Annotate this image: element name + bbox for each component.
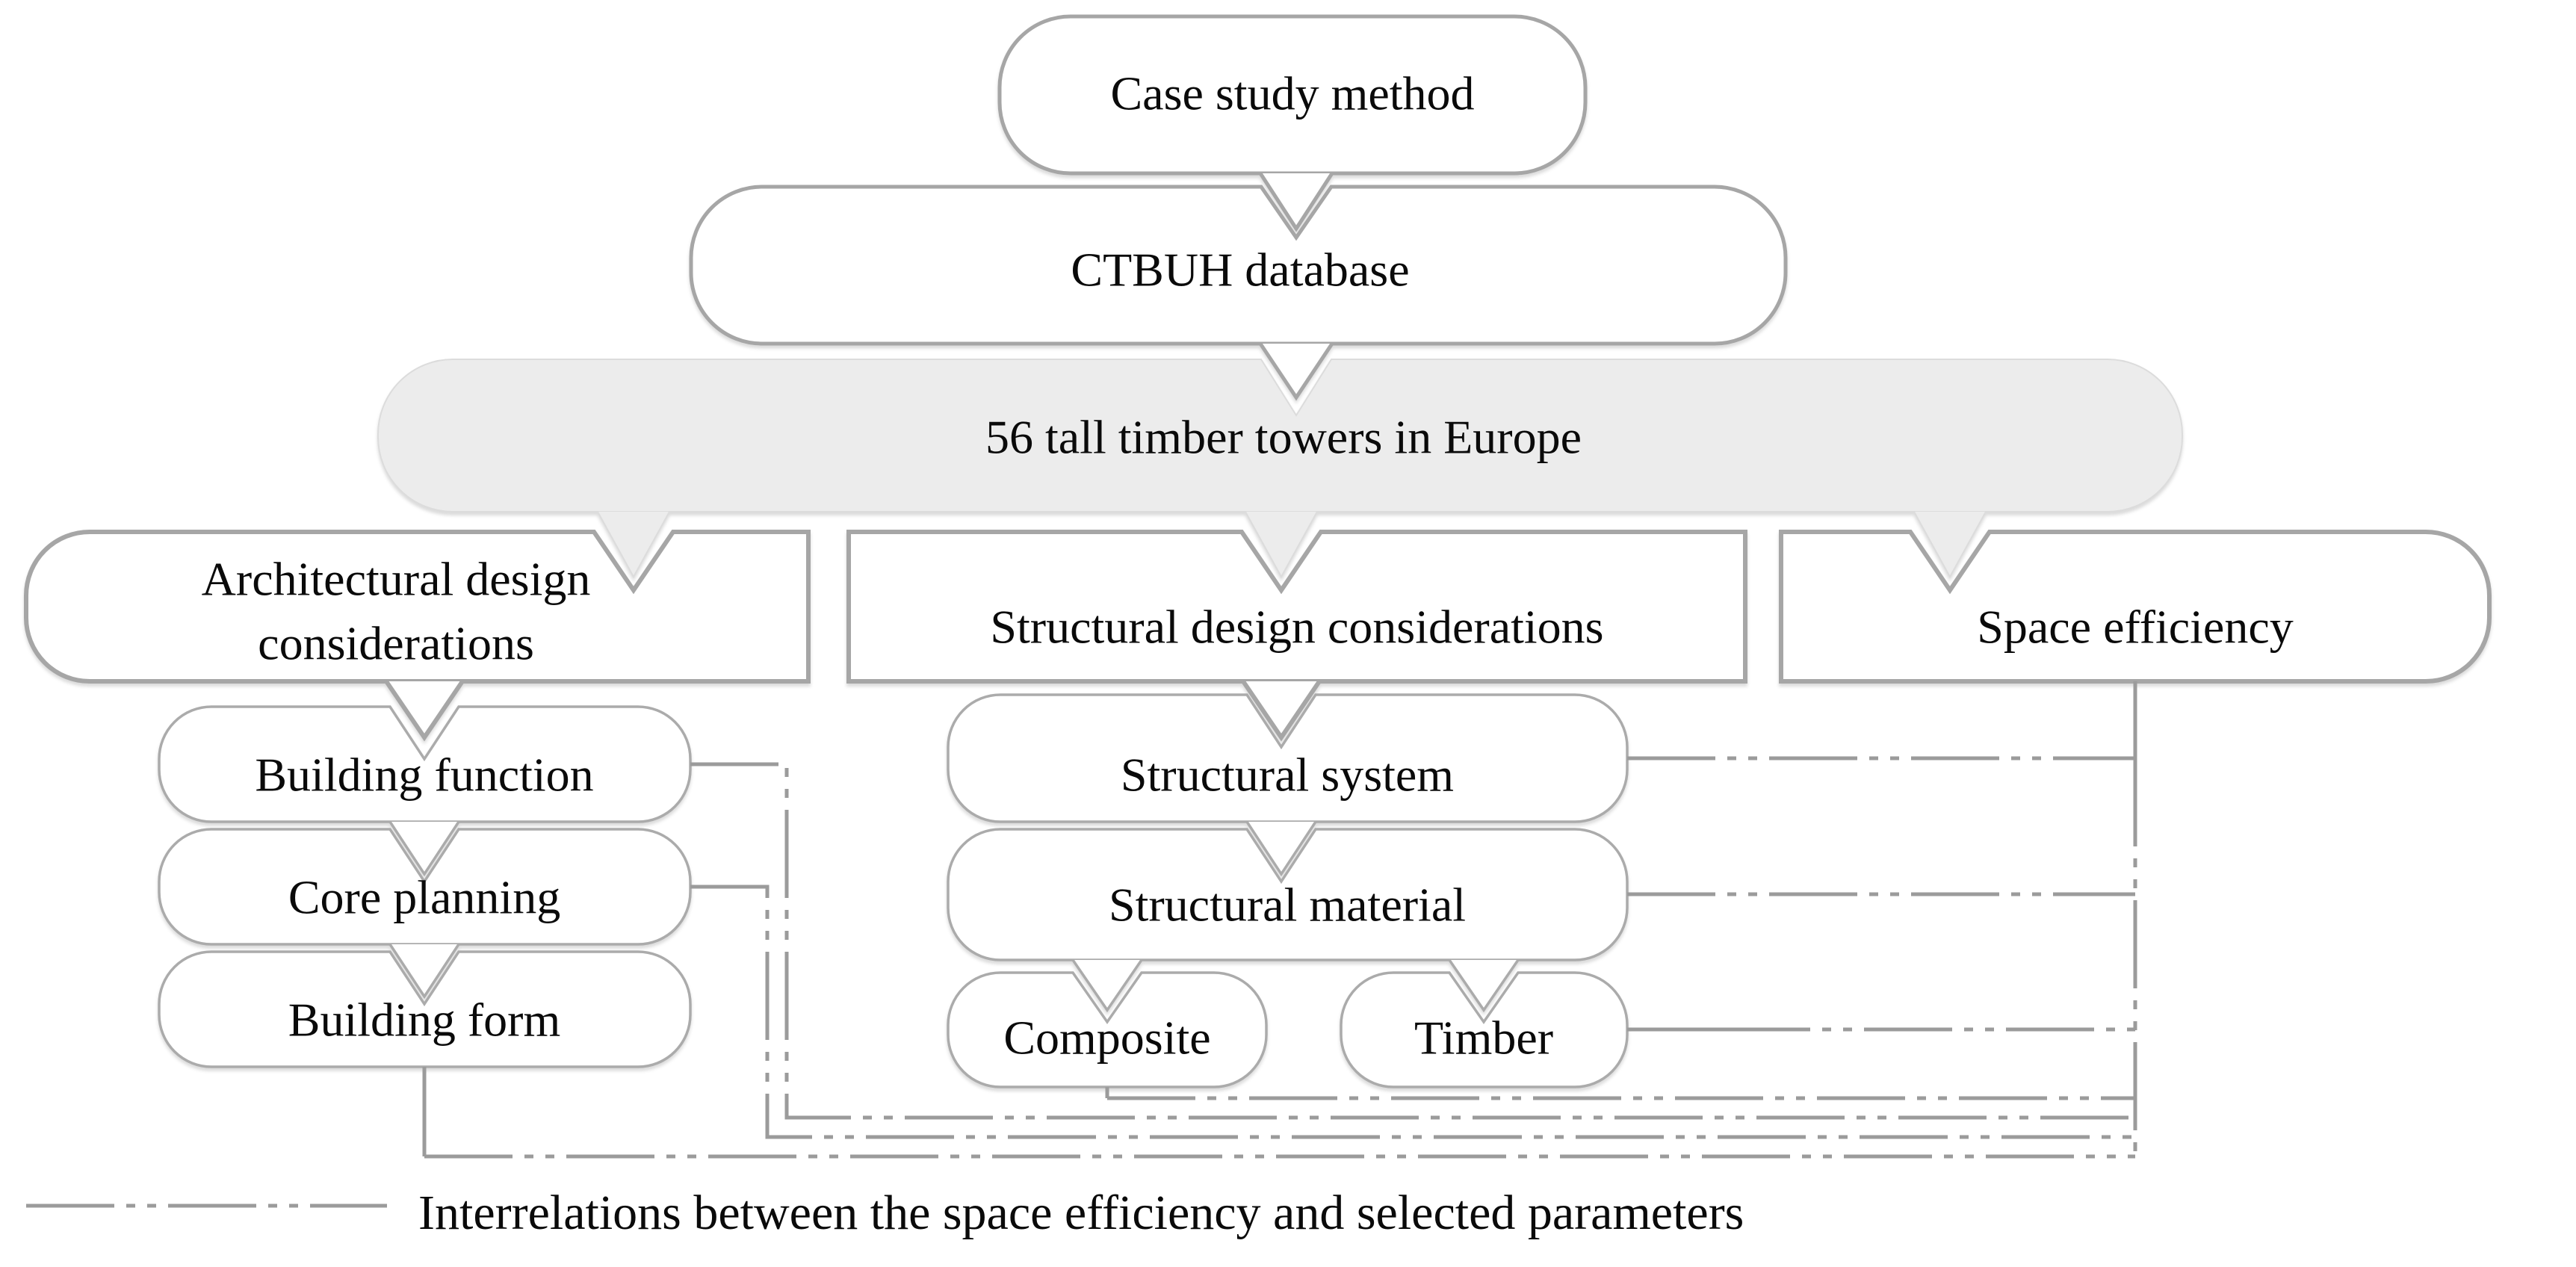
tail-architectural (384, 680, 465, 742)
node-56-tall-timber-towers (377, 359, 2183, 512)
label-space-efficiency: Space efficiency (1977, 601, 2293, 654)
tail-structural-box (1241, 680, 1322, 742)
label-structural-design-considerations: Structural design considerations (990, 601, 1603, 654)
node-structural-design-considerations (846, 530, 1747, 684)
connector-building-function (690, 762, 2135, 1120)
tail-core-planning (388, 944, 460, 1000)
node-composite (947, 971, 1268, 1088)
tail-case-study (1258, 172, 1334, 232)
tail-material-to-composite (1071, 959, 1143, 1013)
tail-towers-left (597, 511, 670, 579)
label-architectural-line2: considerations (258, 617, 534, 670)
label-structural-material: Structural material (1109, 879, 1466, 932)
label-architectural-line1: Architectural design (202, 553, 591, 606)
node-building-form (158, 950, 692, 1068)
label-case-study-method: Case study method (1110, 67, 1474, 120)
label-composite: Composite (1003, 1012, 1210, 1065)
label-structural-system: Structural system (1121, 749, 1454, 802)
node-ctbuh-database (689, 185, 1788, 346)
label-timber: Timber (1414, 1012, 1553, 1065)
connector-core-planning (690, 885, 2135, 1139)
node-structural-material (947, 828, 1629, 961)
diagram-labels: Case study method CTBUH database 56 tall… (202, 67, 2294, 1065)
tail-ctbuh (1258, 342, 1334, 401)
diagram-shapes (24, 14, 2492, 1088)
tail-towers-middle (1245, 511, 1318, 579)
legend: Interrelations between the space efficie… (26, 1186, 1744, 1240)
tail-material-to-timber (1448, 959, 1520, 1013)
node-space-efficiency (1779, 530, 2492, 684)
node-core-planning (158, 828, 692, 946)
label-building-function: Building function (255, 749, 593, 802)
label-building-form: Building form (288, 994, 560, 1047)
node-architectural-design-considerations (24, 530, 811, 684)
tail-towers-right (1913, 511, 1987, 579)
label-ctbuh-database: CTBUH database (1071, 244, 1409, 297)
tail-structural-system (1245, 821, 1317, 877)
interrelation-connectors (422, 681, 2137, 1159)
node-structural-system (947, 693, 1629, 823)
node-building-function (158, 705, 692, 823)
label-56-tall-timber-towers: 56 tall timber towers in Europe (985, 411, 1582, 464)
node-case-study-method (997, 14, 1588, 176)
label-core-planning: Core planning (288, 871, 560, 924)
node-timber (1340, 971, 1629, 1088)
legend-label: Interrelations between the space efficie… (418, 1186, 1744, 1240)
tail-building-function (388, 821, 460, 877)
